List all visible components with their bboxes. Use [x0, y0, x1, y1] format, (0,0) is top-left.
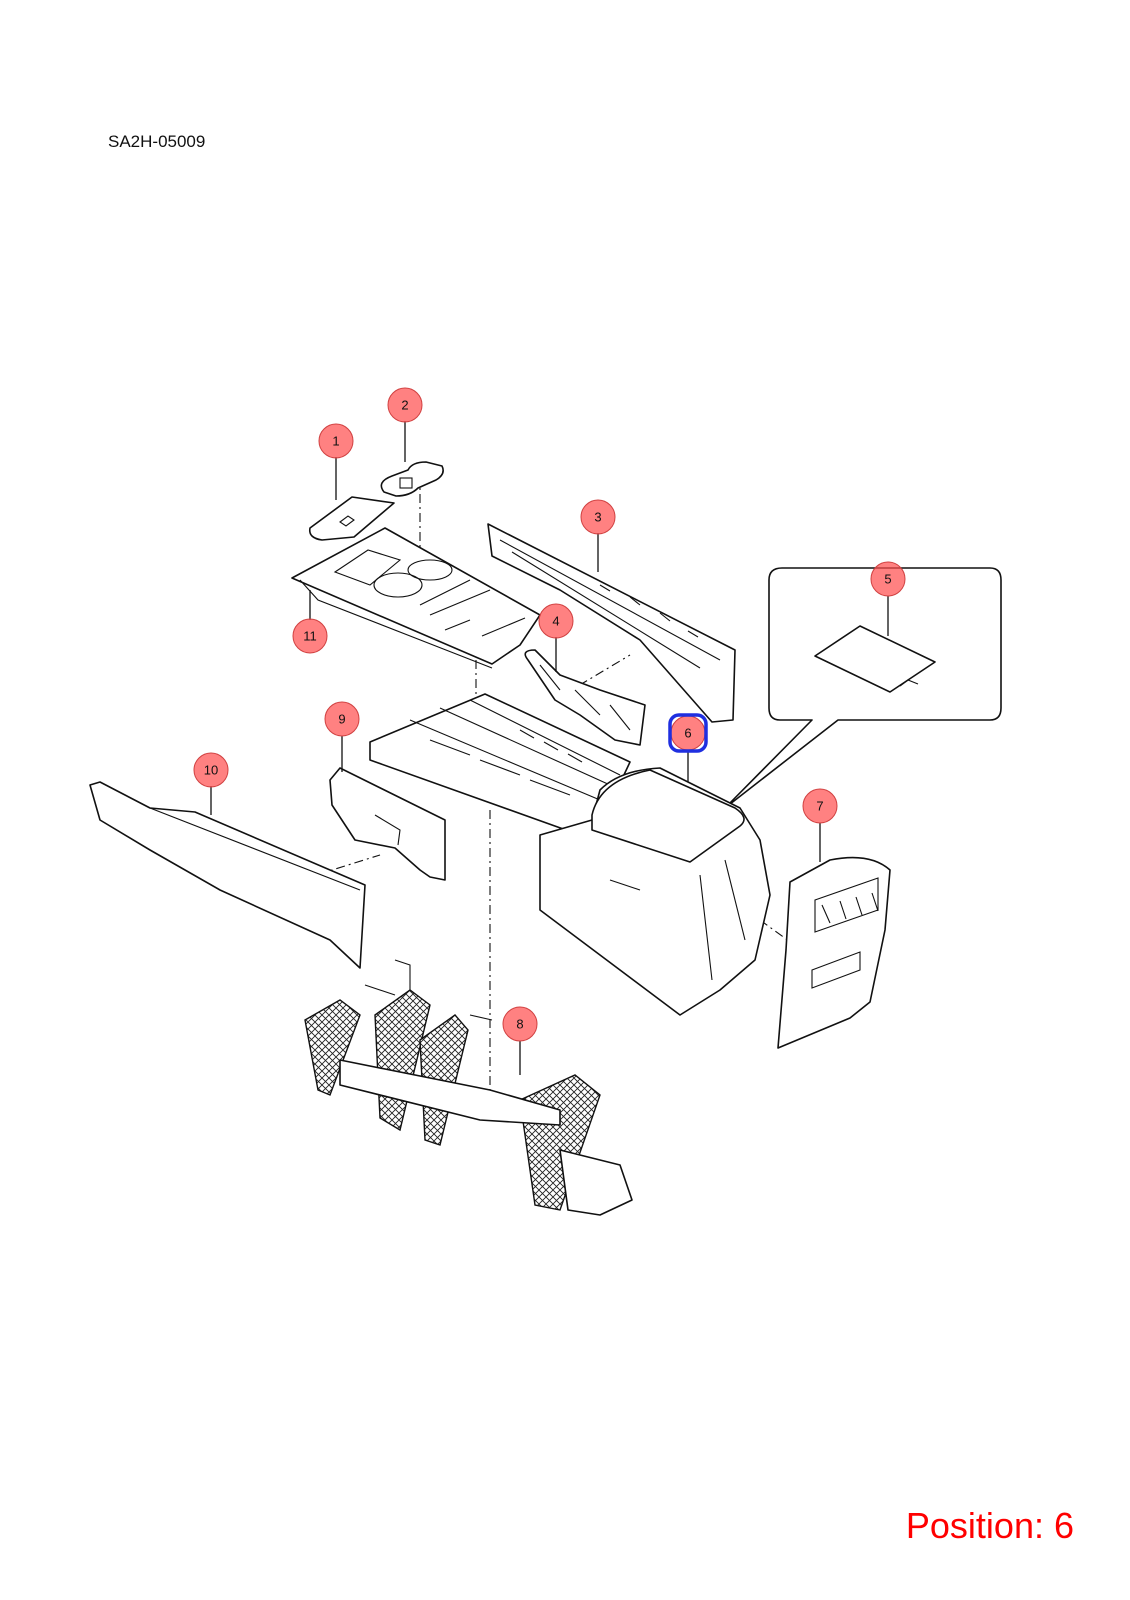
svg-text:3: 3 [594, 510, 601, 525]
svg-text:1: 1 [332, 434, 339, 449]
callout-9[interactable]: 9 [324, 701, 360, 737]
callout-6-selected[interactable]: 6 [668, 713, 708, 753]
part-1-cover-plate[interactable] [308, 496, 395, 541]
callout-11[interactable]: 11 [292, 618, 328, 654]
svg-text:8: 8 [516, 1017, 523, 1032]
svg-text:6: 6 [684, 726, 691, 741]
part-3-side-trim-panel[interactable] [487, 523, 736, 723]
svg-text:7: 7 [816, 799, 823, 814]
callout-5[interactable]: 5 [870, 561, 906, 597]
part-11-console-top-trim[interactable] [291, 527, 541, 669]
svg-text:9: 9 [338, 712, 345, 727]
svg-text:10: 10 [204, 763, 218, 778]
part-10-side-panel[interactable] [89, 781, 366, 969]
position-label: Position: 6 [905, 1505, 1074, 1546]
diagram-reference-code: SA2H-05009 [108, 132, 206, 151]
part-4-bracket[interactable] [524, 649, 646, 746]
svg-text:4: 4 [552, 614, 559, 629]
selection-highlight [668, 713, 708, 753]
callout-7[interactable]: 7 [802, 788, 838, 824]
callout-1[interactable]: 1 [318, 423, 354, 459]
svg-text:2: 2 [401, 398, 408, 413]
part-7-rear-vent-panel[interactable] [777, 856, 891, 1049]
callout-2[interactable]: 2 [387, 387, 423, 423]
callout-10[interactable]: 10 [193, 752, 229, 788]
svg-text:11: 11 [303, 629, 317, 644]
leader-lines [210, 421, 889, 1075]
callout-8[interactable]: 8 [502, 1006, 538, 1042]
inset-detail-box [724, 567, 1002, 809]
part-6-armrest-console[interactable] [539, 767, 771, 1016]
part-8-lower-frame[interactable] [304, 959, 633, 1216]
callout-3[interactable]: 3 [580, 499, 616, 535]
part-2-mat-insert[interactable] [380, 461, 444, 497]
callout-4[interactable]: 4 [538, 603, 574, 639]
part-5-pad[interactable] [814, 625, 936, 693]
svg-text:5: 5 [884, 572, 891, 587]
part-9-side-shield[interactable] [329, 767, 446, 881]
